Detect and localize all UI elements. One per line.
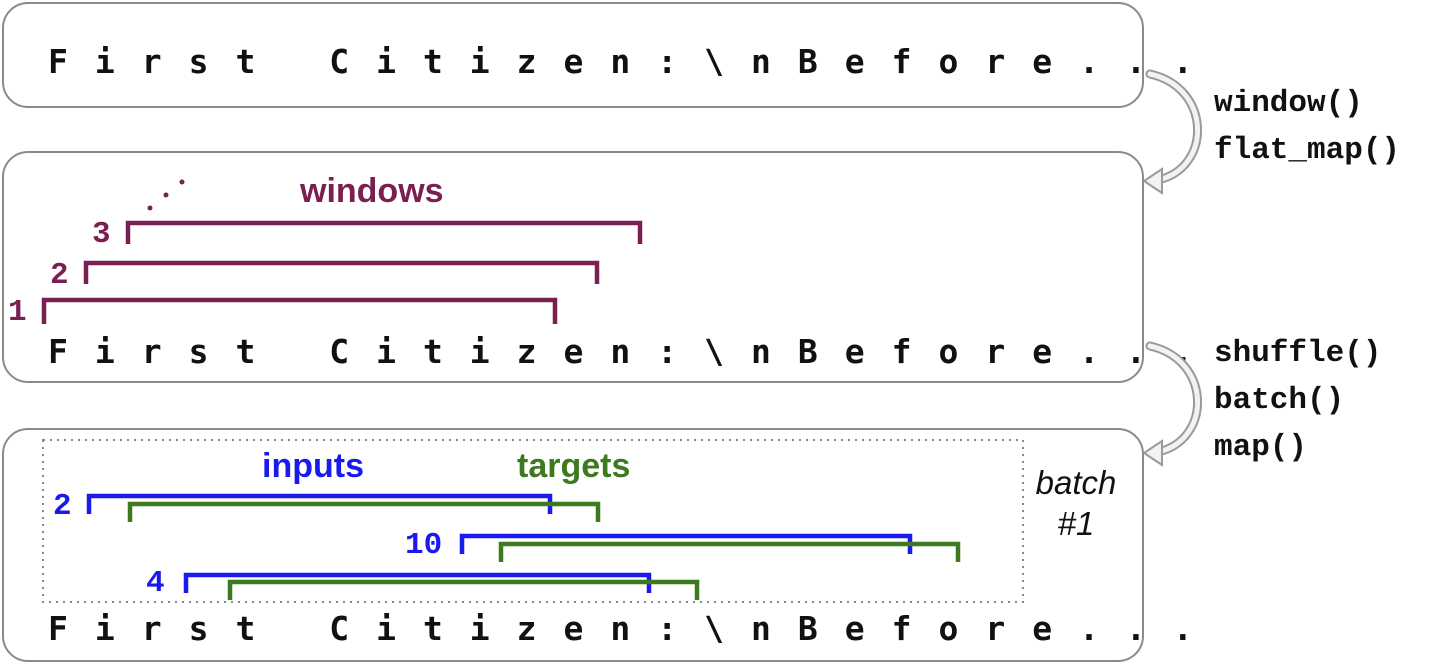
inputs-label: inputs [262,447,364,485]
windows-label: windows [300,172,444,210]
panel-raw-text [2,2,1144,108]
targets-label: targets [517,447,631,485]
batch-label: batch #1 [1026,462,1126,545]
windows-ellipsis [147,179,185,211]
target-bracket-2 [127,501,601,522]
target-bracket-10 [498,541,961,562]
window-number-3: 3 [92,217,111,252]
arrow-step1 [1142,69,1203,195]
sample-number-4: 4 [146,566,165,601]
op-batch: batch() [1214,383,1345,418]
sample-number-10: 10 [405,528,443,563]
op-shuffle: shuffle() [1214,336,1382,371]
op-flat-map: flat_map() [1214,133,1401,168]
batch-label-line2: #1 [1057,505,1095,543]
window-number-1: 1 [8,295,27,330]
op-map: map() [1214,430,1308,465]
sequence-text-3: First Citizen:\nBefore... [48,609,1220,648]
window-number-2: 2 [50,258,69,293]
arrow-step2 [1142,341,1203,467]
window-bracket-3 [125,220,643,244]
window-bracket-2 [83,260,600,284]
op-window: window() [1214,86,1363,121]
window-bracket-1 [41,297,558,324]
batch-label-line1: batch [1035,464,1117,501]
sequence-text-2: First Citizen:\nBefore... [48,332,1220,371]
target-bracket-4 [227,579,700,600]
sequence-text-1: First Citizen:\nBefore... [48,42,1220,81]
batch-region [42,439,1024,603]
panel-windows [2,151,1144,383]
sample-number-2: 2 [53,489,72,524]
